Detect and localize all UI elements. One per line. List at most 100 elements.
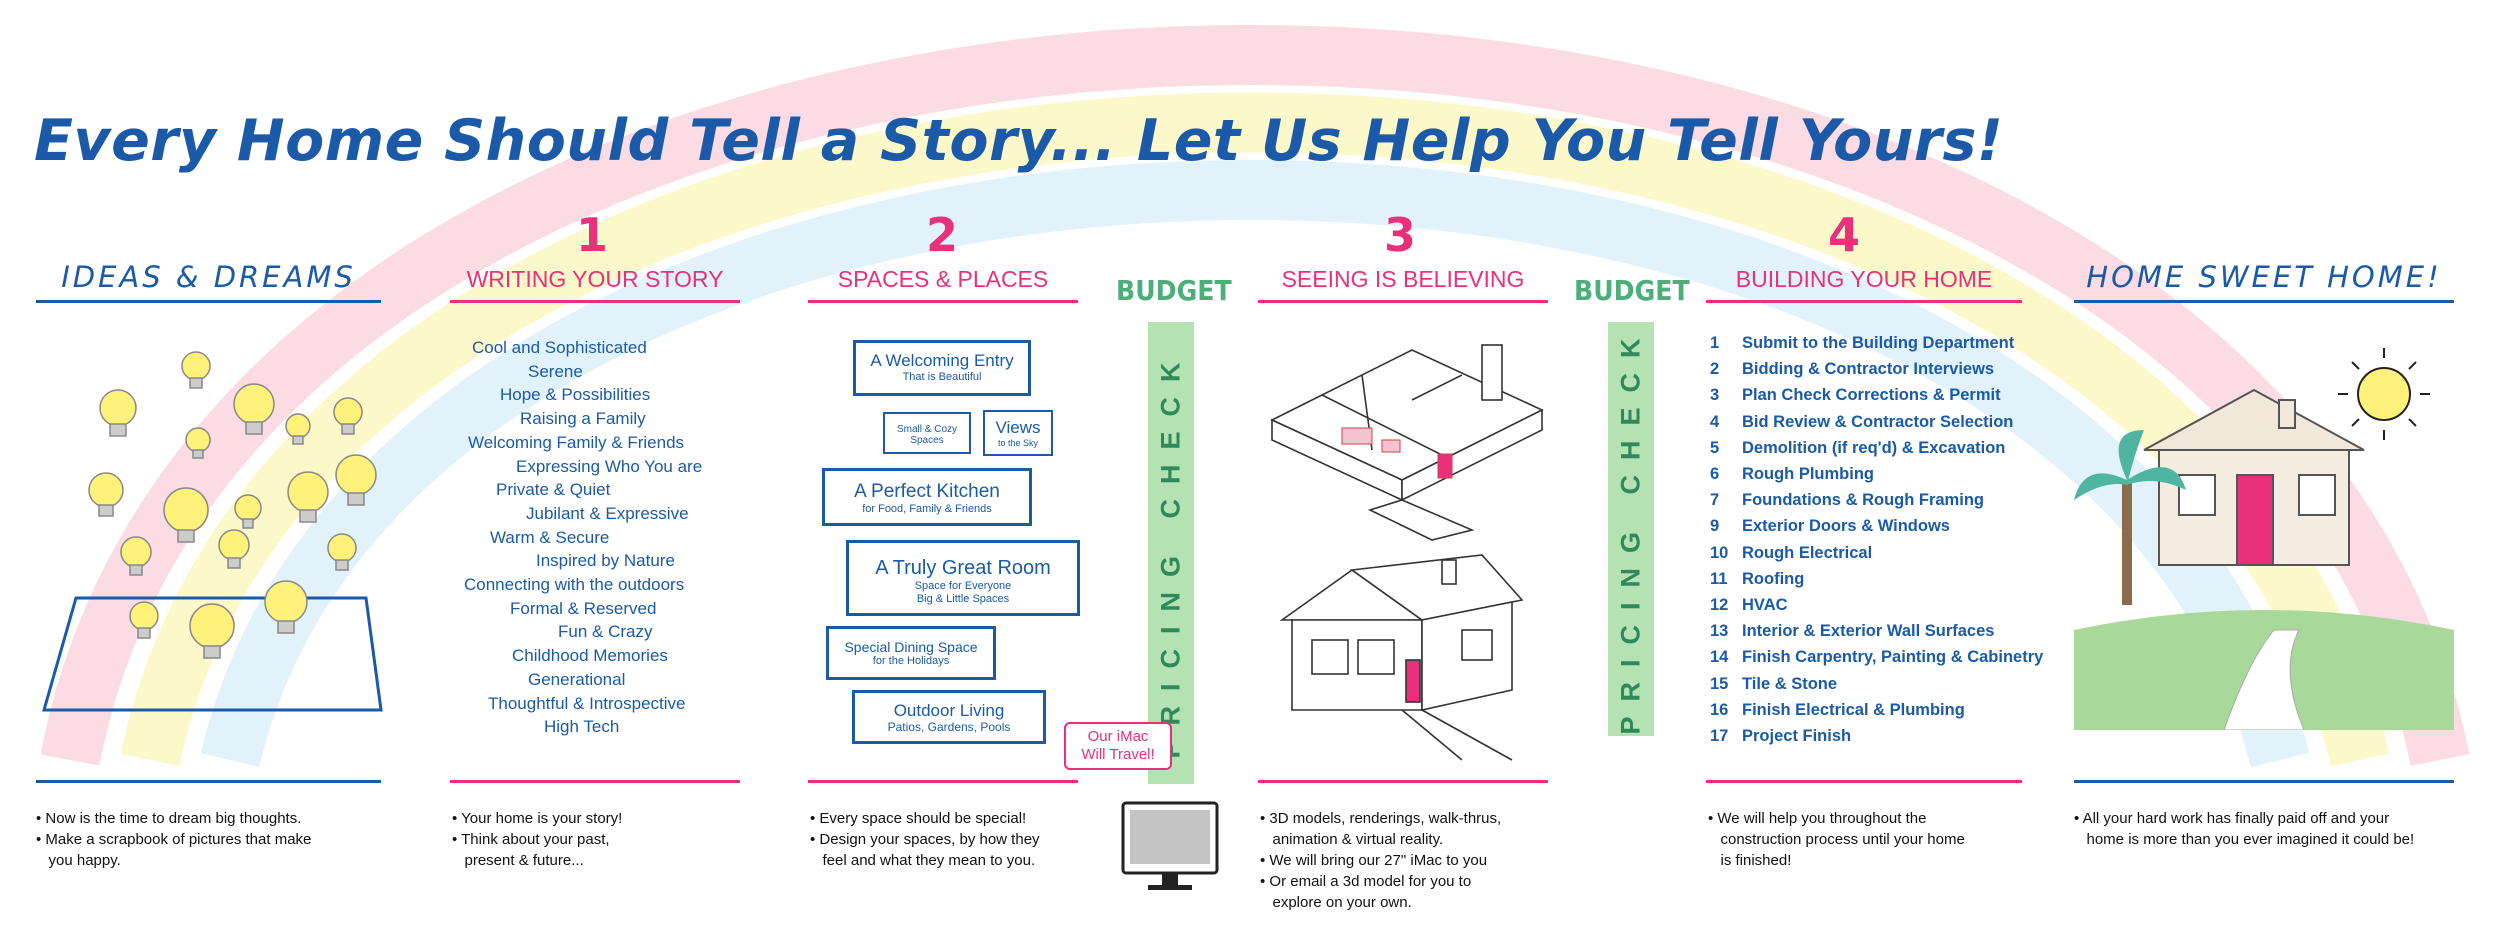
story-word: Jubilant & Expressive (526, 503, 689, 523)
step-text: Bidding & Contractor Interviews (1742, 360, 1995, 379)
step-num: 1 (1710, 334, 1720, 352)
step-num: 14 (1710, 648, 1729, 667)
seeing-heading: SEEING IS BELIEVING (1281, 266, 1525, 292)
lightbulb-icon (234, 494, 262, 529)
house-3d-models-illustration (1270, 344, 1544, 761)
note-line: construction process until your home (1708, 831, 1965, 848)
note-line: explore on your own. (1260, 894, 1412, 911)
space-box-dining: Special Dining Space for the Holidays (826, 626, 996, 680)
pink-furniture (1341, 427, 1453, 479)
pricing-check-label: PRICING CHECK (1155, 347, 1186, 759)
pricing-check-bar: PRICING CHECK (1608, 322, 1654, 736)
construction-step: 11 Roofing (1710, 566, 2043, 592)
step-num: 15 (1710, 674, 1729, 693)
story-word: Hope & Possibilities (500, 385, 651, 405)
note-line: • We will help you throughout the (1708, 810, 1927, 827)
home-bottom-rule (2074, 780, 2454, 783)
construction-step: 1 Submit to the Building Department (1710, 330, 2043, 356)
note-line: • All your hard work has finally paid of… (2074, 810, 2390, 827)
construction-step: 14 Finish Carpentry, Painting & Cabinetry (1710, 644, 2043, 670)
story-word: High Tech (544, 717, 620, 737)
note-line: • Design your spaces, by how they (810, 831, 1040, 848)
space-title: A Perfect Kitchen (854, 481, 1000, 502)
budget-label: BUDGET (1116, 274, 1232, 307)
story-word: Warm & Secure (490, 527, 610, 547)
ideas-heading-rule (36, 300, 381, 303)
space-box-kitchen: A Perfect Kitchen for Food, Family & Fri… (822, 468, 1032, 526)
note-line: you happy. (36, 852, 121, 869)
lightbulb-icon (327, 533, 357, 571)
step-num: 4 (1710, 412, 1720, 431)
bubble-line: Our iMac (1087, 728, 1149, 745)
lightbulb-icon (88, 472, 124, 517)
note-line: • We will bring our 27" iMac to you (1260, 852, 1488, 869)
step-text: Interior & Exterior Wall Surfaces (1742, 622, 1995, 641)
step-num: 11 (1710, 569, 1728, 588)
step-num: 13 (1710, 622, 1729, 641)
step-text: Finish Carpentry, Painting & Cabinetry (1742, 648, 2044, 667)
note-line: • 3D models, renderings, walk-thrus, (1260, 810, 1502, 827)
space-box-entry: A Welcoming Entry That is Beautiful (853, 340, 1031, 396)
note-line: is finished! (1708, 852, 1792, 869)
bubble-line: Will Travel! (1081, 746, 1155, 763)
building-heading-rule (1706, 300, 2022, 303)
note-line: • Your home is your story! (452, 810, 623, 827)
lightbulb-icon (218, 529, 250, 569)
home-sweet-home-illustration (2074, 348, 2454, 730)
story-word: Fun & Crazy (558, 622, 653, 642)
step-number-2: 2 (925, 208, 958, 262)
spaces-bottom-rule (808, 780, 1078, 783)
story-bottom-rule (450, 780, 740, 783)
cutaway-house-model (1270, 344, 1544, 541)
note-line: home is more than you ever imagined it c… (2074, 831, 2415, 848)
note-line: • Make a scrapbook of pictures that make (36, 831, 312, 848)
palm-tree-icon (2074, 430, 2186, 605)
lightbulb-icon (335, 454, 377, 506)
page-title: Every Home Should Tell a Story... Let Us… (34, 108, 2004, 174)
pricing-check-bar: PRICING CHECK (1148, 322, 1194, 784)
space-title: Views (995, 418, 1041, 437)
building-heading: BUILDING YOUR HOME (1735, 266, 1993, 292)
step-text: Rough Plumbing (1742, 465, 1874, 484)
sun-icon (2338, 348, 2430, 440)
space-title: A Welcoming Entry (870, 351, 1014, 370)
story-word: Generational (528, 669, 626, 689)
space-box-outdoor: Outdoor Living Patios, Gardens, Pools (852, 690, 1046, 744)
seeing-notes: • 3D models, renderings, walk-thrus, ani… (1260, 808, 1501, 913)
lightbulb-icon (99, 389, 137, 437)
step-num: 17 (1710, 727, 1729, 746)
note-line: • Every space should be special! (810, 810, 1027, 827)
spaces-notes: • Every space should be special! • Desig… (810, 808, 1040, 871)
ideas-heading: IDEAS & DREAMS (61, 260, 356, 294)
note-line: animation & virtual reality. (1260, 831, 1444, 848)
space-subtitle: for Food, Family & Friends (862, 503, 992, 515)
home-notes: • All your hard work has finally paid of… (2074, 808, 2414, 850)
story-word: Inspired by Nature (536, 551, 675, 571)
step-num: 9 (1710, 517, 1720, 536)
rainbow-pink-band (40, 25, 2470, 767)
building-bottom-rule (1706, 780, 2022, 783)
step-text: Roofing (1742, 569, 1805, 588)
space-subtitle: Patios, Gardens, Pools (887, 720, 1011, 734)
spaces-heading-rule (808, 300, 1078, 303)
space-title: Outdoor Living (893, 701, 1005, 720)
step-num: 3 (1710, 386, 1720, 405)
space-subtitle: That is Beautiful (902, 371, 982, 383)
story-word: Welcoming Family & Friends (468, 432, 685, 452)
lightbulb-icon (181, 351, 211, 389)
lightbulb-icon (285, 413, 311, 445)
story-word: Serene (528, 361, 583, 381)
step-num: 16 (1710, 700, 1729, 719)
story-word: Formal & Reserved (510, 598, 657, 618)
space-subtitle: Big & Little Spaces (916, 593, 1010, 605)
space-box-great-room: A Truly Great Room Space for Everyone Bi… (846, 540, 1080, 616)
step-text: Submit to the Building Department (1742, 334, 2015, 352)
lightbulb-icon (163, 487, 209, 543)
space-subtitle: for the Holidays (872, 655, 950, 667)
space-subtitle: Space for Everyone (914, 580, 1012, 592)
